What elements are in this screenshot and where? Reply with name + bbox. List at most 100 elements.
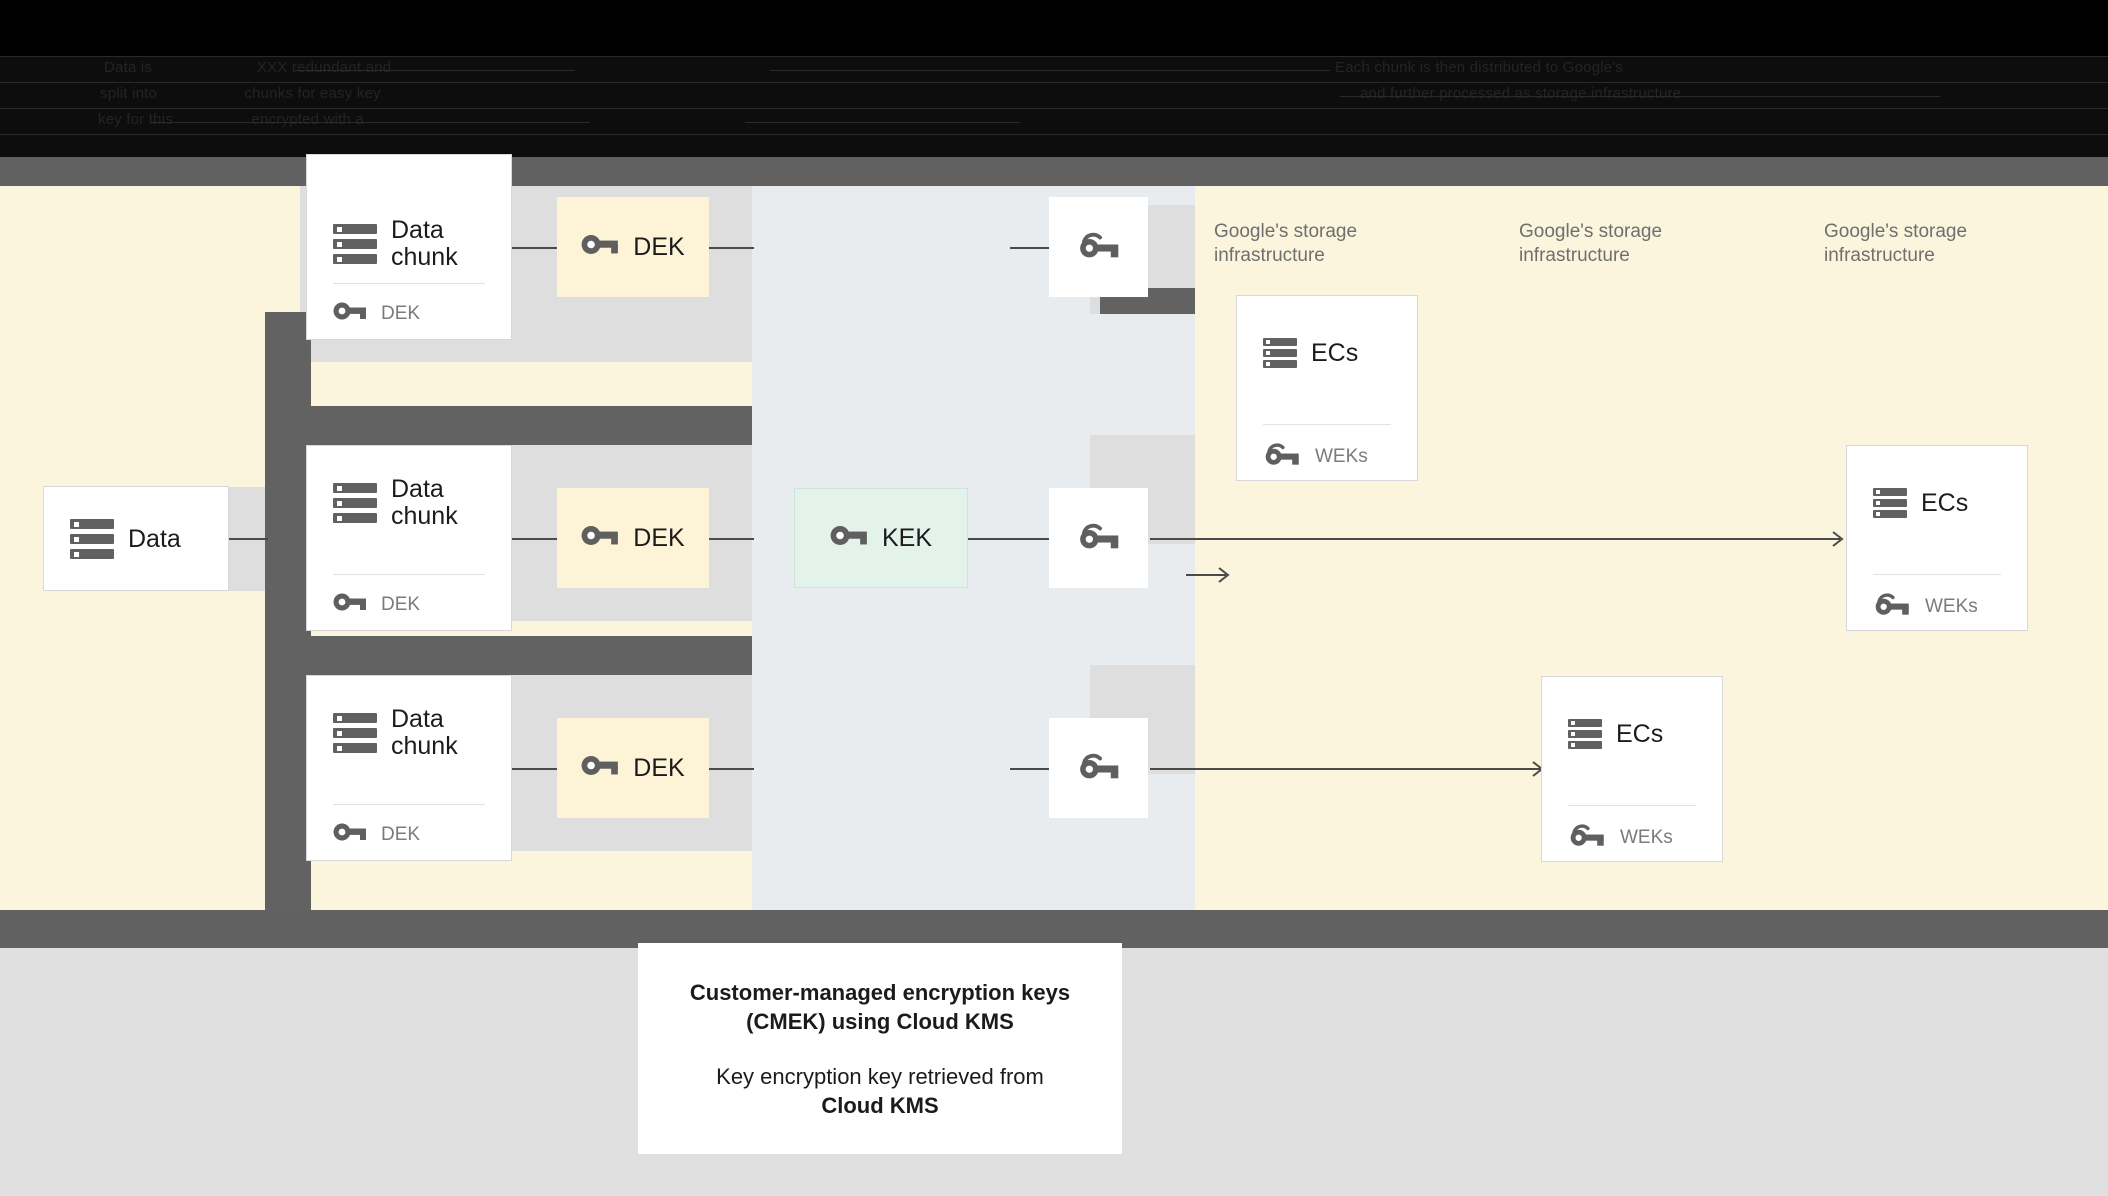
caption-body-line-1: Key encryption key retrieved from bbox=[716, 1063, 1044, 1089]
bottom-dark-band bbox=[0, 910, 2108, 948]
connector-dek2-right bbox=[709, 538, 754, 540]
infra-label-3: Google's storage infrastructure bbox=[1824, 221, 1968, 266]
arrow-to-ecs-2 bbox=[1150, 531, 1844, 547]
kek-box[interactable]: KEK bbox=[794, 488, 968, 588]
server-icon bbox=[333, 483, 377, 523]
ecs-key-label-2: WEKs bbox=[1925, 595, 1978, 617]
fanout-bracket-arm-1 bbox=[265, 406, 752, 445]
data-source-card[interactable]: Data bbox=[43, 486, 229, 591]
wrapped-key-box-2[interactable] bbox=[1049, 488, 1148, 588]
key-icon bbox=[581, 232, 619, 262]
header-rule-1 bbox=[0, 56, 2108, 57]
header-rule-7 bbox=[150, 122, 590, 123]
kek-label: KEK bbox=[881, 523, 933, 552]
dek-box-1[interactable]: DEK bbox=[557, 197, 709, 297]
infra-label-2: Google's storage infrastructure bbox=[1519, 221, 1663, 266]
dek-box-3[interactable]: DEK bbox=[557, 718, 709, 818]
header-rule-5 bbox=[295, 70, 575, 71]
data-chunk-title-1: Data chunk bbox=[391, 216, 458, 271]
key-icon bbox=[333, 821, 367, 848]
key-icon bbox=[830, 523, 868, 553]
data-chunk-key-row-1: DEK bbox=[333, 300, 420, 327]
connector-dek3-right bbox=[709, 768, 754, 770]
connector-dek1-right bbox=[709, 247, 754, 249]
caption-title-line-1: Customer-managed encryption keys bbox=[689, 979, 1071, 1005]
diagram-canvas: Data Data chunk DEK Data chunk bbox=[0, 154, 2108, 961]
ecs-title-2: ECs bbox=[1921, 489, 1969, 517]
header-text-line-2: split into chunks for easy key bbox=[100, 85, 381, 102]
data-chunk-card-1[interactable]: Data chunk DEK bbox=[306, 154, 512, 340]
connector-data-to-bracket bbox=[228, 538, 268, 540]
data-chunk-title-2: Data chunk bbox=[391, 475, 458, 530]
connector-chunk1-to-dek1 bbox=[512, 247, 557, 249]
ecs-key-label-1: WEKs bbox=[1315, 445, 1368, 467]
dek-label-3: DEK bbox=[633, 753, 685, 782]
ecs-key-row-3: WEKs bbox=[1568, 822, 1673, 853]
ecs-title-1: ECs bbox=[1311, 339, 1359, 367]
header-text-line-5: and further processed as storage infrast… bbox=[1360, 85, 1682, 102]
data-chunk-key-row-3: DEK bbox=[333, 821, 420, 848]
arrow-to-ecs-1 bbox=[1186, 567, 1230, 583]
data-chunk-title-3: Data chunk bbox=[391, 705, 458, 760]
header-text-line-4: Each chunk is then distributed to Google… bbox=[1335, 59, 1624, 76]
header-text-line-1: Data is XXX redundant and bbox=[104, 59, 392, 76]
data-chunk-card-3[interactable]: Data chunk DEK bbox=[306, 675, 512, 861]
ecs-card-1[interactable]: ECs WEKs bbox=[1236, 295, 1418, 481]
ecs-key-label-3: WEKs bbox=[1620, 826, 1673, 848]
header-text-line-3: key for this encrypted with a bbox=[98, 111, 364, 128]
server-icon bbox=[1263, 338, 1297, 369]
data-chunk-row-2: Data chunk bbox=[307, 446, 511, 530]
arrow-to-ecs-3 bbox=[1150, 761, 1544, 777]
header-rule-4 bbox=[0, 134, 2108, 135]
dek-label-2: DEK bbox=[633, 523, 685, 552]
wrapped-key-box-1[interactable] bbox=[1049, 197, 1148, 297]
header-rule-2 bbox=[0, 82, 2108, 83]
ecs-card-3[interactable]: ECs WEKs bbox=[1541, 676, 1723, 862]
server-icon bbox=[333, 713, 377, 753]
key-icon bbox=[333, 300, 367, 327]
wrapped-key-icon bbox=[1263, 441, 1301, 472]
server-icon bbox=[1873, 488, 1907, 519]
data-chunk-row-1: Data chunk bbox=[307, 155, 511, 271]
server-icon bbox=[70, 519, 114, 559]
data-chunk-key-row-2: DEK bbox=[333, 591, 420, 618]
server-icon bbox=[1568, 719, 1602, 750]
connector-chunk3-to-dek3 bbox=[512, 768, 557, 770]
card-divider bbox=[1263, 424, 1391, 425]
wrapped-key-icon bbox=[1077, 230, 1121, 265]
data-source-row: Data bbox=[44, 487, 228, 559]
key-icon bbox=[333, 591, 367, 618]
connector-kek-to-wrap2 bbox=[968, 538, 1049, 540]
wrapped-key-icon bbox=[1568, 822, 1606, 853]
connector-chunk2-to-dek2 bbox=[512, 538, 557, 540]
connector-to-wrap3 bbox=[1010, 768, 1049, 770]
key-icon bbox=[581, 523, 619, 553]
header-rule-6 bbox=[770, 70, 1330, 71]
fanout-bracket-arm-2 bbox=[265, 636, 752, 675]
dek-box-2[interactable]: DEK bbox=[557, 488, 709, 588]
header-black-strip bbox=[0, 0, 2108, 56]
ecs-title-3: ECs bbox=[1616, 720, 1664, 748]
server-icon bbox=[333, 224, 377, 264]
data-source-label: Data bbox=[128, 524, 181, 553]
header-rule-9 bbox=[1340, 96, 1940, 97]
data-chunk-card-2[interactable]: Data chunk DEK bbox=[306, 445, 512, 631]
data-chunk-key-label-3: DEK bbox=[381, 823, 421, 845]
infra-label-1: Google's storage infrastructure bbox=[1214, 221, 1358, 266]
caption-title-line-2: (CMEK) using Cloud KMS bbox=[746, 1008, 1014, 1034]
wrapped-key-box-3[interactable] bbox=[1049, 718, 1148, 818]
caption-box: Customer-managed encryption keys (CMEK) … bbox=[638, 943, 1122, 1154]
dek-label-1: DEK bbox=[633, 232, 685, 261]
ecs-row-1: ECs bbox=[1237, 296, 1417, 369]
key-icon bbox=[581, 753, 619, 783]
connector-to-wrap1 bbox=[1010, 247, 1049, 249]
header-rule-3 bbox=[0, 108, 2108, 109]
ecs-card-2[interactable]: ECs WEKs bbox=[1846, 445, 2028, 631]
card-divider bbox=[333, 574, 485, 575]
card-divider bbox=[1873, 574, 2001, 575]
ecs-key-row-2: WEKs bbox=[1873, 591, 1978, 622]
caption-body-strong: Cloud KMS bbox=[821, 1092, 939, 1118]
header-obscured-text-region: Data is XXX redundant and split into chu… bbox=[0, 56, 2108, 157]
card-divider bbox=[333, 804, 485, 805]
